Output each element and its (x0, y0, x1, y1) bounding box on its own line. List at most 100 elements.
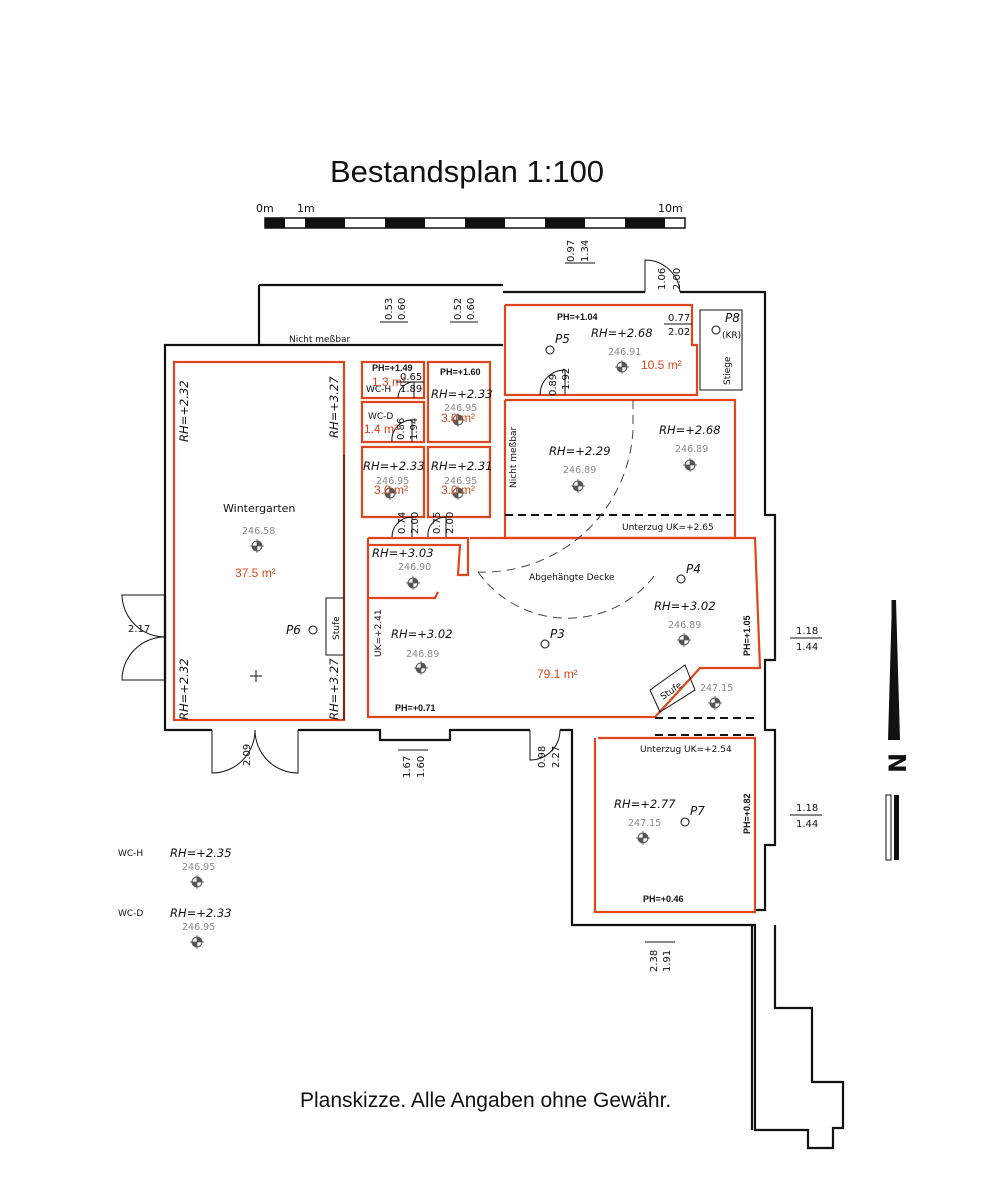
room-elevation: 246.58 (242, 526, 275, 537)
room-hall: RH=+2.29 246.89 RH=+2.68 246.89 (549, 423, 721, 494)
room-b-outline (360, 445, 426, 519)
rh-left-bottom: RH=+2.32 (177, 658, 191, 720)
hall-left-rh: RH=+2.29 (549, 444, 611, 458)
point-p8: P8 (725, 311, 740, 325)
room-p7-outline (593, 736, 757, 914)
inner-door1-b: 2.00 (410, 512, 421, 534)
scale-label-1: 1m (297, 202, 315, 215)
inner-door2-a: 0.75 (432, 512, 443, 534)
dim-top-w2b: 0.60 (466, 298, 477, 320)
exterior-dimensions: 0.53 0.60 0.52 0.60 0.97 1.34 1.06 2.00 … (128, 240, 822, 972)
room-small-bottom (368, 591, 439, 600)
inner-door1-a: 0.74 (397, 512, 408, 534)
doors (121, 259, 681, 774)
rh-right-top: RH=+3.27 (327, 376, 341, 438)
nicht-messbar-top: Nicht meßbar (289, 335, 350, 345)
legend-wc-d-label: WC-D (118, 909, 143, 919)
legend-wc-h-rh: RH=+2.35 (170, 846, 232, 860)
footer-disclaimer: Planskizze. Alle Angaben ohne Gewähr. (300, 1089, 671, 1112)
wc-h-label: WC-H (366, 385, 391, 395)
legend-wc-h-label: WC-H (118, 849, 143, 859)
scale-label-10: 10m (658, 202, 683, 215)
p3-rh-left: RH=+3.02 (391, 627, 453, 641)
uk-left-label: UK=+2.41 (374, 609, 384, 657)
p3-elev-left: 246.89 (406, 649, 439, 660)
legend-wc-h-elev: 246.95 (182, 862, 215, 873)
dim-top-w1b: 0.60 (397, 298, 408, 320)
legend-wc-d-rh: RH=+2.33 (170, 906, 232, 920)
hall-right-elev: 246.89 (675, 444, 708, 455)
wc-d-d1: 0.86 (396, 418, 407, 440)
small-rh: RH=+3.03 (372, 546, 434, 560)
stair: Stiege (699, 309, 743, 391)
p5-door-a: 0.89 (548, 374, 559, 396)
north-label: N (884, 753, 912, 773)
dim-bottom-door-b: 2.27 (551, 746, 562, 768)
p3-elev-step: 247.15 (700, 683, 733, 694)
rh-right-bottom: RH=+3.27 (327, 658, 341, 720)
room-p5-ph: PH=+1.04 (557, 312, 598, 322)
room-p5-d1: 0.77 (668, 313, 690, 324)
dim-bottom-w2a: 2.38 (649, 950, 660, 972)
dim-right-w1a: 1.18 (796, 626, 818, 637)
room-wc-h-outline (360, 360, 426, 400)
hall-left-elev: 246.89 (563, 465, 596, 476)
outer-walls (163, 283, 845, 1150)
point-p3: P3 (550, 627, 565, 641)
p3-elev-right: 246.89 (668, 620, 701, 631)
room-c: RH=+2.31 246.95 3.0 m² (431, 459, 493, 501)
north-arrow-icon: N (884, 600, 912, 861)
rh-left-top: RH=+2.32 (177, 380, 191, 442)
room-a: PH=+1.60 RH=+2.33 246.95 3.0 m² (431, 367, 493, 428)
p5-door-b: 1.92 (561, 368, 572, 390)
dim-right-w2a: 1.18 (796, 803, 818, 814)
dim-top-door-b: 2.00 (672, 268, 683, 290)
room-hall-outline (503, 398, 737, 540)
p7-ph-right: PH=+0.82 (742, 793, 752, 834)
dim-right-w1b: 1.44 (796, 642, 818, 653)
wc-d-d2: 1.94 (409, 418, 420, 440)
room-b-rh: RH=+2.33 (363, 459, 425, 473)
hall-right-rh: RH=+2.68 (659, 423, 721, 437)
wc-d-label: WC-D (368, 412, 393, 422)
room-wc-d: 1.4 m² 0.86 1.94 (364, 418, 420, 440)
point-p8-sub: (KR) (722, 331, 741, 341)
nicht-messbar-side: Nicht meßbar (509, 427, 519, 488)
point-p6: P6 (286, 623, 301, 637)
room-name: Wintergarten (223, 502, 295, 515)
wc-d-area: 1.4 m² (364, 422, 398, 436)
legend-wc-d-elev: 246.95 (182, 922, 215, 933)
dim-top-door-a: 1.06 (657, 268, 668, 290)
p3-rh-right: RH=+3.02 (654, 599, 716, 613)
room-small: RH=+3.03 246.90 (372, 546, 434, 591)
room-b-area: 3.0 m² (374, 483, 408, 497)
dim-bottom-door-a: 0.98 (537, 746, 548, 768)
p3-ph-right: PH=+1.05 (742, 615, 752, 656)
room-p5-rh: RH=+2.68 (591, 326, 653, 340)
room-p5-elev: 246.91 (608, 347, 641, 358)
dim-top-w2a: 0.52 (453, 298, 464, 320)
room-a-ph: PH=+1.60 (440, 367, 481, 377)
dim-top-w1a: 0.53 (384, 298, 395, 320)
room-c-outline (426, 445, 492, 519)
unterzug-top-label: Unterzug UK=+2.65 (622, 523, 714, 533)
room-a-area: 3.0 m² (441, 411, 475, 425)
inner-door2-b: 2.00 (445, 512, 456, 534)
p3-ph-bottom: PH=+0.71 (395, 703, 436, 713)
stiege-label: Stiege (723, 356, 733, 385)
dim-top-w3b: 1.34 (580, 240, 591, 262)
p3-area: 79.1 m² (537, 667, 578, 681)
room-a-outline (426, 360, 492, 444)
scale-label-0: 0m (256, 202, 274, 215)
point-p5: P5 (555, 332, 570, 346)
room-outlines (172, 303, 762, 914)
room-b-elev: 246.95 (376, 476, 409, 487)
room-b: RH=+2.33 246.95 3.0 m² (363, 459, 425, 501)
point-p4: P4 (686, 562, 701, 576)
scale-bar: 0m 1m 10m (256, 202, 686, 229)
plan-title: Bestandsplan 1:100 (330, 154, 604, 189)
room-small-top (368, 536, 470, 577)
room-wc-h: PH=+1.49 1.3 m² 0.65 1.89 (372, 363, 424, 395)
room-c-rh: RH=+2.31 (431, 459, 493, 473)
room-c-area: 3.0 m² (441, 483, 475, 497)
